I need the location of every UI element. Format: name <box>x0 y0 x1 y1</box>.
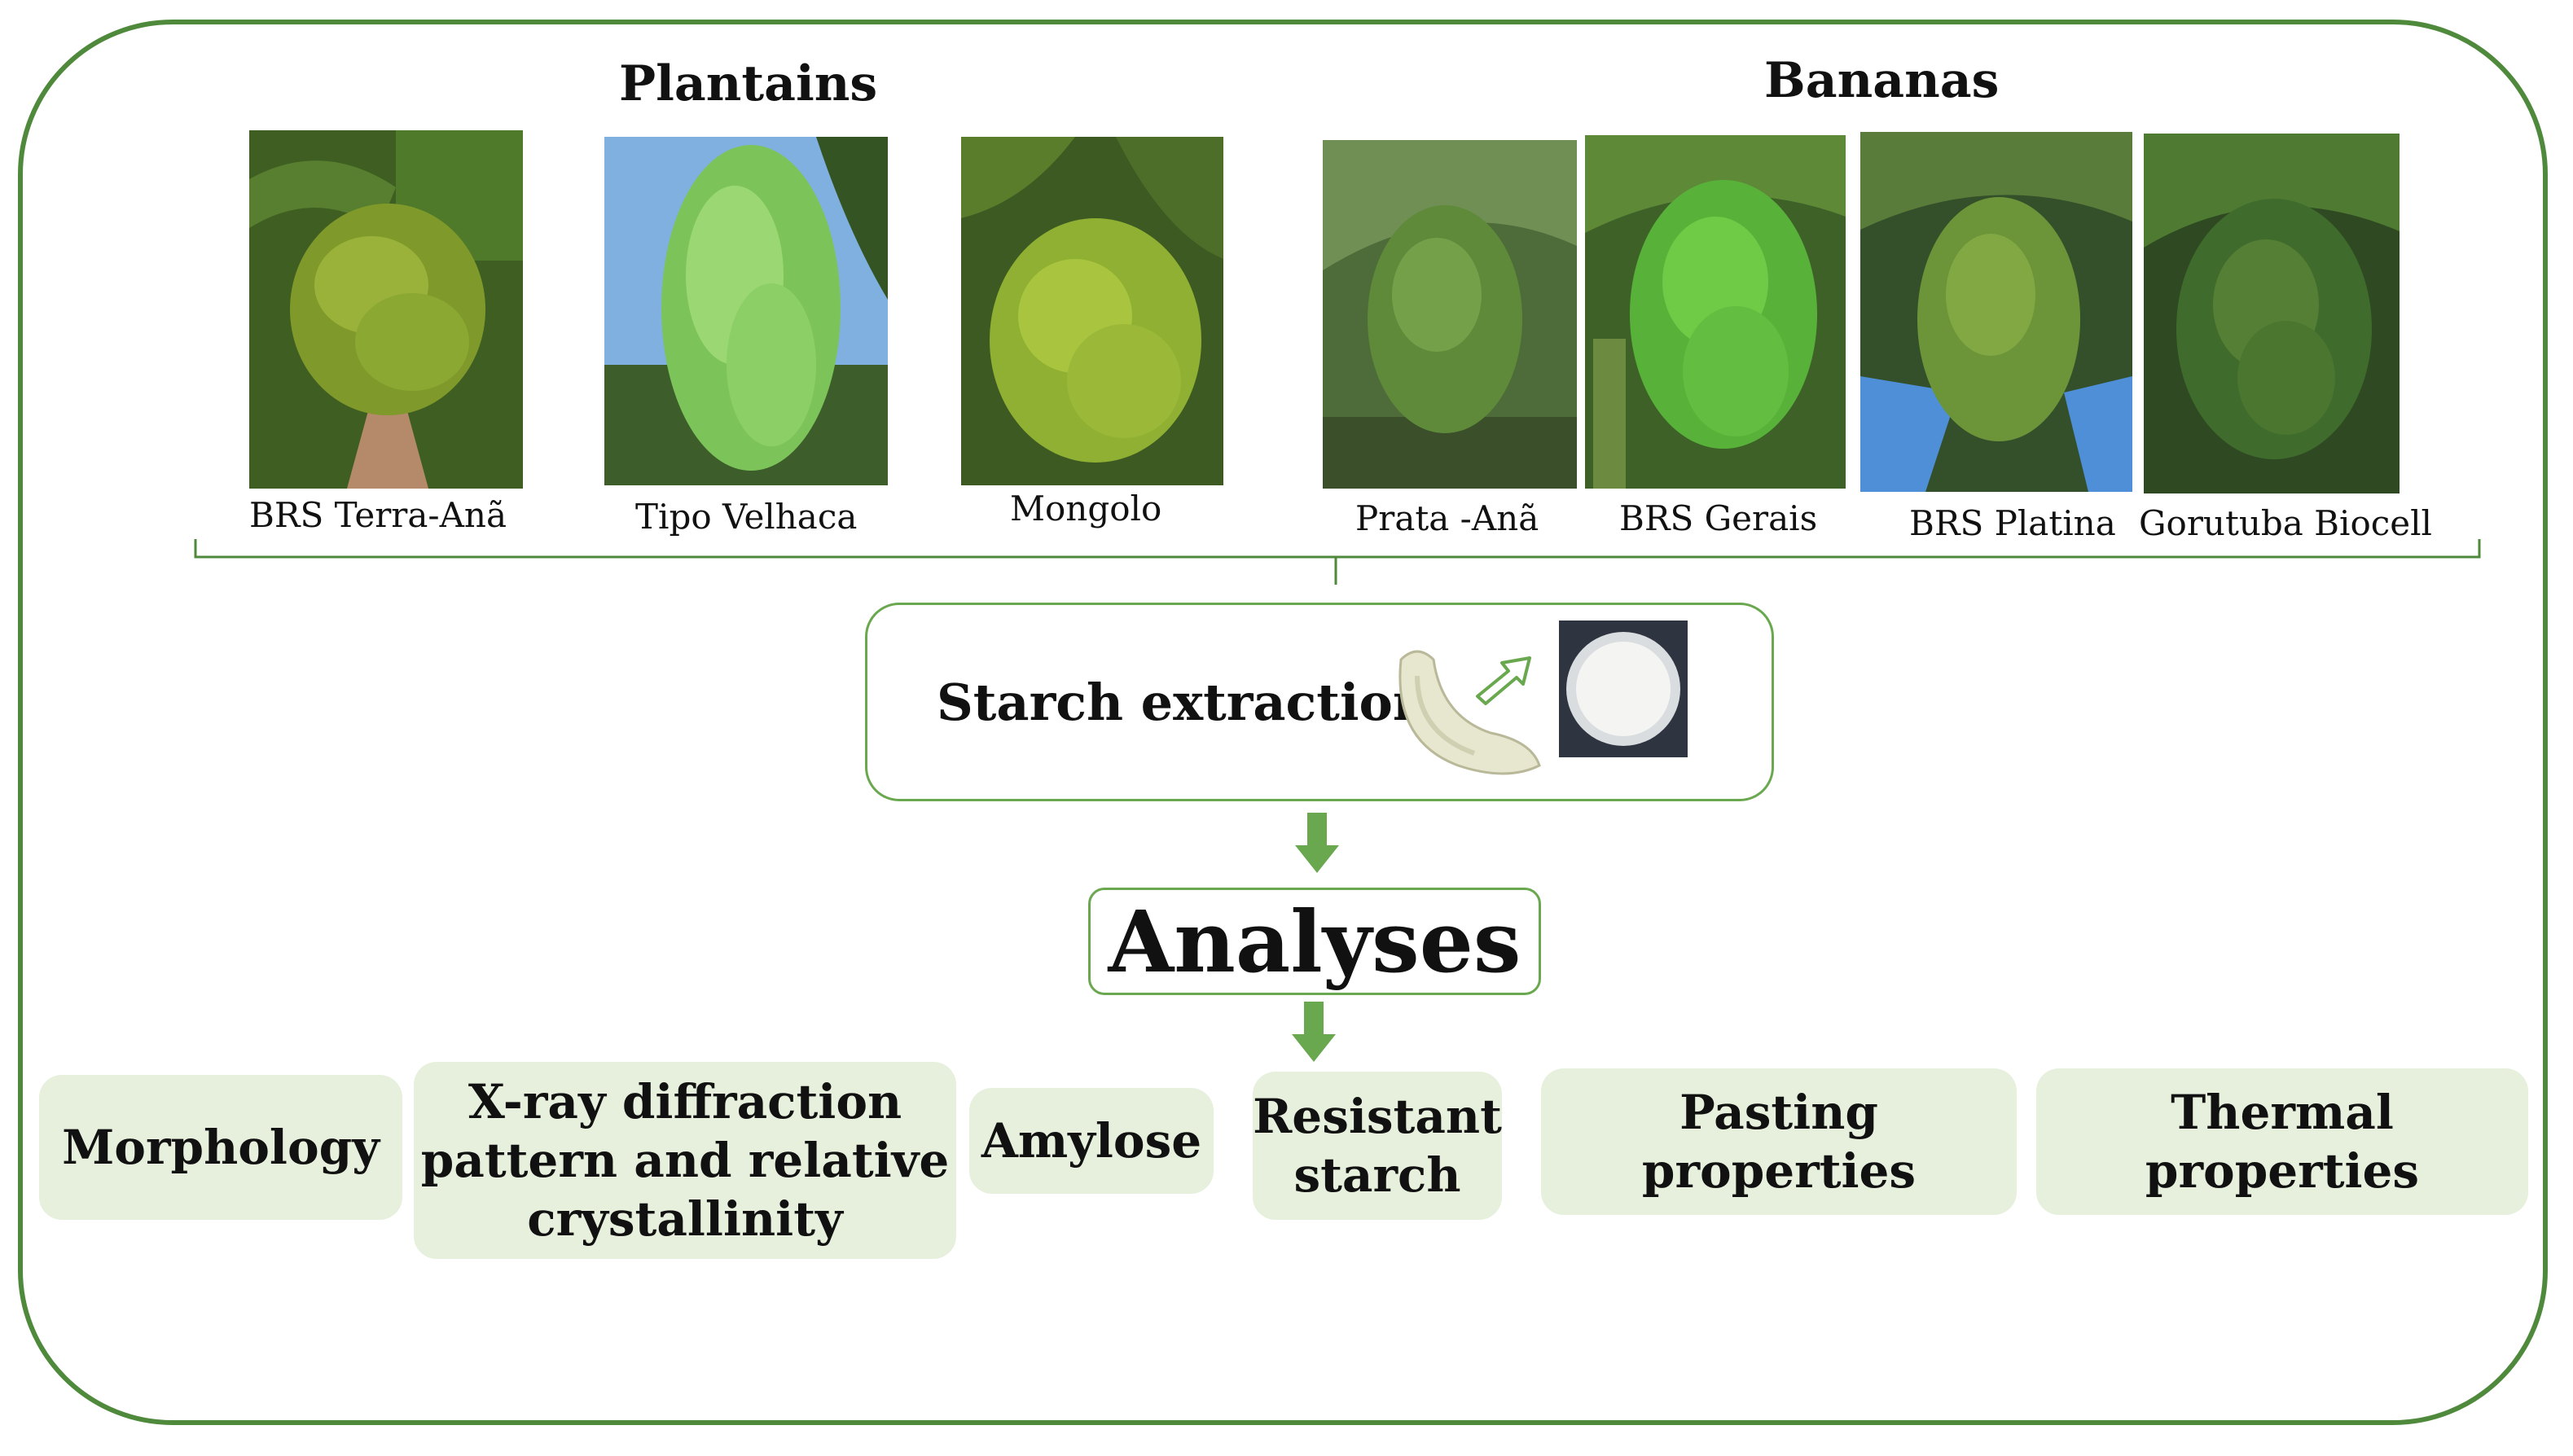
caption-brs-terra-ana: BRS Terra-Anã <box>249 495 507 535</box>
analysis-line: Pasting properties <box>1641 1085 1917 1199</box>
analysis-line: Thermal properties <box>2145 1085 2420 1199</box>
down-arrow-icon <box>1295 813 1339 873</box>
photo-brs-platina <box>1860 132 2132 492</box>
analysis-xray-diffraction: X-ray diffraction pattern and relative c… <box>414 1062 956 1259</box>
outer-frame <box>18 20 2548 1425</box>
photo-gorutuba-biocell <box>2144 134 2400 493</box>
peeled-banana-icon <box>1398 650 1541 775</box>
analysis-line: crystallinity <box>527 1191 843 1247</box>
photo-tipo-velhaca <box>604 137 888 485</box>
photo-mongolo <box>961 137 1223 485</box>
photo-brs-gerais <box>1585 135 1846 489</box>
analysis-pasting-properties: Pasting properties <box>1541 1068 2017 1215</box>
bananas-title: Bananas <box>1764 52 2000 109</box>
outline-arrow-icon <box>1476 656 1531 705</box>
caption-mongolo: Mongolo <box>1010 489 1162 528</box>
analysis-resistant-starch: Resistant starch <box>1253 1072 1502 1220</box>
starch-extraction-label: Starch extraction <box>937 673 1429 732</box>
analysis-amylose: Amylose <box>969 1088 1214 1194</box>
analysis-line: Resistant <box>1253 1089 1502 1144</box>
photo-brs-terra-ana <box>249 130 523 489</box>
analysis-line: X-ray diffraction <box>468 1074 902 1129</box>
analysis-line: Morphology <box>62 1120 380 1175</box>
caption-brs-gerais: BRS Gerais <box>1619 498 1818 538</box>
analyses-box: Analyses <box>1088 888 1541 995</box>
analyses-label: Analyses <box>1108 891 1521 992</box>
plantains-title: Plantains <box>619 55 878 112</box>
caption-brs-platina: BRS Platina <box>1909 503 2116 543</box>
photo-prata-ana <box>1323 140 1577 489</box>
analysis-line: starch <box>1293 1147 1461 1203</box>
analysis-thermal-properties: Thermal properties <box>2036 1068 2528 1215</box>
analysis-morphology: Morphology <box>39 1075 402 1220</box>
analysis-line: Amylose <box>981 1113 1202 1169</box>
caption-prata-ana: Prata -Anã <box>1355 498 1539 538</box>
down-arrow-icon <box>1292 1002 1336 1062</box>
analysis-line: pattern and relative <box>420 1133 950 1188</box>
caption-tipo-velhaca: Tipo Velhaca <box>635 497 858 537</box>
caption-gorutuba-biocell: Gorutuba Biocell <box>2139 503 2432 543</box>
starch-powder-icon <box>1559 621 1688 757</box>
